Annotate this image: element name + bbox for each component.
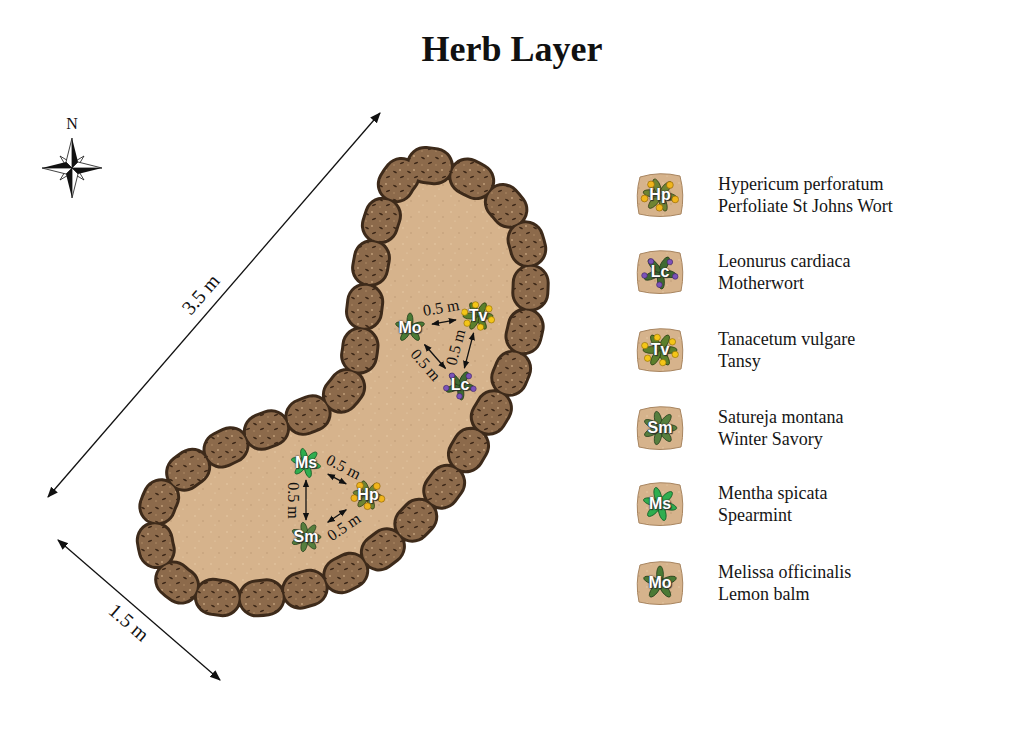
plant-code: Tv: [469, 307, 488, 325]
flower: [477, 324, 483, 330]
flower: [378, 495, 385, 502]
dimension-label: 0.5 m: [420, 297, 463, 321]
plant-code: Lc: [451, 376, 470, 394]
legend-icon: Sm: [635, 405, 685, 451]
legend-tile: [637, 174, 683, 217]
dimension-label: 3.5 m: [177, 268, 225, 319]
plant-code: Mo: [398, 319, 421, 337]
rock-border: [154, 165, 531, 599]
legend-tile: [637, 251, 683, 294]
rock-outline: [154, 165, 531, 599]
flower: [641, 195, 648, 202]
flower: [672, 274, 678, 280]
dimension-label: 0.5 m: [284, 480, 301, 520]
dimension-label: 0.5 m: [321, 450, 365, 483]
legend-icon: Lc: [635, 249, 685, 295]
legend-text: Melissa officinalis Lemon balm: [718, 561, 878, 605]
dimension-label: 1.5 m: [103, 598, 154, 646]
dimension-arrow: [305, 480, 306, 520]
flower: [364, 503, 371, 510]
flower: [472, 302, 478, 308]
flower: [654, 334, 660, 340]
legend-code: Tv: [651, 341, 670, 359]
legend-tile: [637, 329, 683, 372]
sand-bed: [154, 165, 531, 599]
plant-code: Sm: [294, 528, 319, 546]
diagram-title: Herb Layer: [0, 30, 1024, 70]
legend-icon: Tv: [635, 327, 685, 373]
dimension-label: 0.5 m: [443, 325, 469, 368]
flower: [657, 282, 663, 288]
legend-code: Mo: [648, 574, 671, 592]
legend-text: Hypericum perforatum Perfoliate St Johns…: [718, 173, 928, 217]
flower: [669, 339, 675, 345]
plant-code: Ms: [295, 454, 317, 472]
dimension-label: 0.5 m: [323, 509, 366, 546]
flower: [444, 385, 450, 391]
dimension-label: 0.5 m: [405, 345, 444, 386]
flower: [351, 495, 358, 502]
legend-icon: Hp: [635, 172, 685, 218]
legend-tile: [637, 562, 683, 605]
flower: [660, 359, 666, 365]
flower: [471, 386, 477, 392]
flower: [642, 342, 648, 348]
dimension-line: [48, 113, 380, 497]
compass-point: [72, 162, 102, 168]
flower: [672, 351, 678, 357]
legend-code: Ms: [649, 495, 671, 513]
flower: [656, 204, 663, 211]
dimension-arrow: [432, 320, 456, 324]
flower: [461, 309, 467, 315]
plant-node: Hp: [348, 480, 388, 510]
flower: [644, 355, 650, 361]
flower: [672, 196, 679, 203]
plant-node: Lc: [440, 370, 480, 400]
legend-text: Mentha spicata Spearmint: [718, 482, 868, 526]
plant-node: Tv: [458, 301, 498, 331]
plant-node: Sm: [286, 522, 326, 552]
legend-code: Sm: [648, 419, 673, 437]
legend-icon: Mo: [635, 560, 685, 606]
plant-node: Ms: [286, 448, 326, 478]
legend-tile: [637, 483, 683, 526]
legend-tile: [637, 407, 683, 450]
legend-text: Satureja montana Winter Savory: [718, 406, 873, 450]
compass-point: [72, 168, 78, 198]
plant-code: Hp: [357, 486, 378, 504]
north-label: N: [64, 116, 80, 133]
legend-text: Tanacetum vulgare Tansy: [718, 328, 878, 372]
compass-rose: [42, 138, 102, 198]
legend-code: Hp: [649, 186, 670, 204]
flower: [457, 393, 463, 399]
legend-text: Leonurus cardiaca Motherwort: [718, 250, 898, 294]
legend-code: Lc: [651, 263, 670, 281]
flower: [488, 317, 494, 323]
compass-point: [42, 162, 72, 168]
flower: [642, 273, 648, 279]
dimension-line: [58, 540, 220, 680]
compass-point: [42, 168, 72, 174]
legend-icon: Ms: [635, 481, 685, 527]
